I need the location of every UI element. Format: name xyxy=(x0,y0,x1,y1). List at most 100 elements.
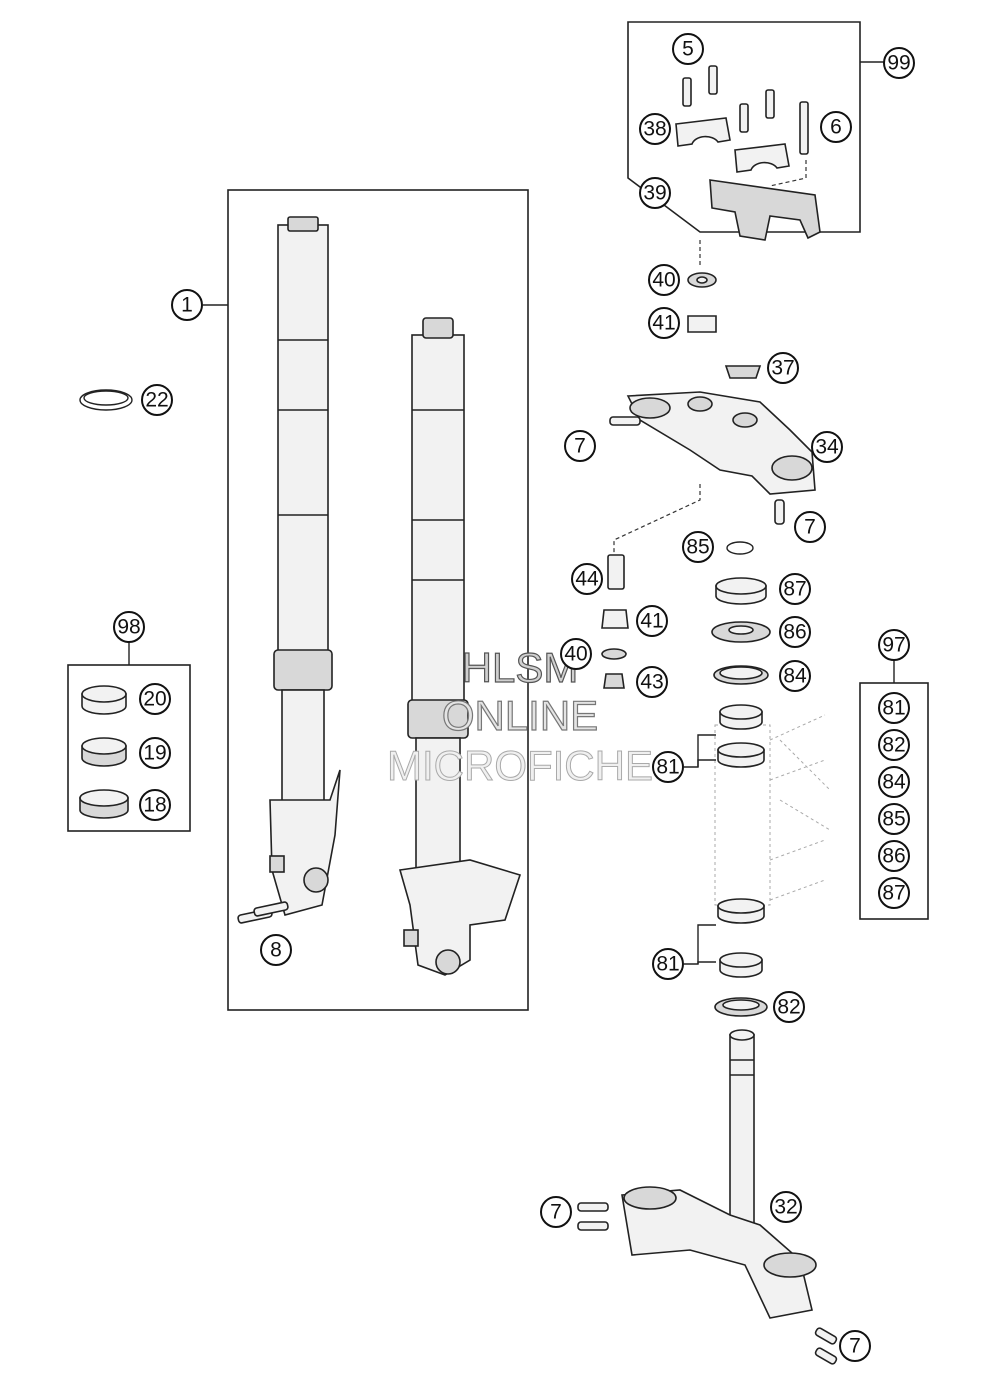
svg-text:7: 7 xyxy=(849,1335,861,1358)
callout-40-upper: 40 xyxy=(648,264,680,296)
callout-97: 97 xyxy=(878,629,910,661)
svg-text:8: 8 xyxy=(270,939,282,962)
svg-text:7: 7 xyxy=(574,435,586,458)
svg-text:85: 85 xyxy=(686,536,709,559)
watermark: HLSM ONLINE MICROFICHE xyxy=(387,643,654,789)
svg-text:84: 84 xyxy=(783,665,807,688)
pin-44 xyxy=(607,554,625,590)
callout-19: 19 xyxy=(139,737,171,769)
bolt-upper-left xyxy=(609,416,641,426)
nut-41-lower xyxy=(601,609,629,629)
callout-38: 38 xyxy=(639,113,671,145)
bearings-81-lower xyxy=(717,898,765,978)
ring-85 xyxy=(726,541,754,555)
svg-text:6: 6 xyxy=(830,116,842,139)
callout-34: 34 xyxy=(811,431,843,463)
nut-top xyxy=(687,315,717,333)
right-fork-leg xyxy=(398,317,522,976)
svg-text:40: 40 xyxy=(564,643,587,666)
nut-43 xyxy=(603,673,625,689)
svg-text:40: 40 xyxy=(652,269,675,292)
callout-85: 85 xyxy=(682,531,714,563)
svg-text:82: 82 xyxy=(882,734,905,757)
callout-81-upper: 81 xyxy=(652,751,684,783)
callout-39: 39 xyxy=(639,177,671,209)
kit-97-item-87: 87 xyxy=(878,877,910,909)
bearings-81-upper xyxy=(717,704,765,768)
callout-20: 20 xyxy=(139,683,171,715)
callout-7-lower-right: 7 xyxy=(839,1330,871,1362)
callout-7-lower-left: 7 xyxy=(540,1196,572,1228)
callout-43: 43 xyxy=(636,666,668,698)
callout-40-lower: 40 xyxy=(560,638,592,670)
callout-6: 6 xyxy=(820,111,852,143)
svg-text:84: 84 xyxy=(882,771,906,794)
svg-text:7: 7 xyxy=(804,516,816,539)
svg-text:19: 19 xyxy=(143,742,166,765)
svg-text:81: 81 xyxy=(656,756,679,779)
fork-bolts xyxy=(237,901,289,924)
o-ring xyxy=(79,389,133,411)
callout-44: 44 xyxy=(571,563,603,595)
bearing-87 xyxy=(715,577,767,605)
callout-37: 37 xyxy=(767,352,799,384)
svg-text:43: 43 xyxy=(640,671,663,694)
svg-text:39: 39 xyxy=(643,182,666,205)
svg-text:20: 20 xyxy=(143,688,166,711)
watermark-line-2: ONLINE xyxy=(442,692,598,739)
callout-41-lower: 41 xyxy=(636,605,668,637)
svg-text:87: 87 xyxy=(882,882,905,905)
kit-97-item-84: 84 xyxy=(878,766,910,798)
callout-81-lower: 81 xyxy=(652,948,684,980)
svg-text:7: 7 xyxy=(550,1201,562,1224)
callout-87: 87 xyxy=(779,573,811,605)
svg-text:5: 5 xyxy=(682,38,694,61)
svg-text:44: 44 xyxy=(575,568,599,591)
callout-98: 98 xyxy=(113,611,145,643)
callout-5: 5 xyxy=(672,33,704,65)
cap-37 xyxy=(724,365,762,379)
svg-text:41: 41 xyxy=(640,610,663,633)
svg-text:34: 34 xyxy=(815,436,839,459)
handlebar-clamp-box xyxy=(627,21,861,233)
washer-40-lower xyxy=(601,648,627,660)
handlebar-clamp-parts xyxy=(675,65,821,241)
callout-32: 32 xyxy=(770,1191,802,1223)
svg-text:22: 22 xyxy=(145,389,168,412)
upper-triple-clamp xyxy=(626,391,816,495)
svg-text:81: 81 xyxy=(882,697,905,720)
callout-8: 8 xyxy=(260,934,292,966)
svg-text:41: 41 xyxy=(652,312,675,335)
callout-86: 86 xyxy=(779,616,811,648)
callout-7-upper-left: 7 xyxy=(564,430,596,462)
fork-assembly-box xyxy=(227,189,529,1011)
left-fork-leg xyxy=(269,216,341,916)
watermark-line-1: HLSM xyxy=(462,644,579,691)
lower-triple-clamp xyxy=(621,1029,817,1319)
svg-text:38: 38 xyxy=(643,118,666,141)
watermark-line-3: MICROFICHE xyxy=(387,742,653,789)
svg-text:86: 86 xyxy=(783,621,806,644)
callout-84: 84 xyxy=(779,660,811,692)
svg-text:32: 32 xyxy=(774,1196,797,1219)
svg-text:18: 18 xyxy=(143,794,166,817)
callout-41-upper: 41 xyxy=(648,307,680,339)
svg-text:87: 87 xyxy=(783,578,806,601)
svg-text:85: 85 xyxy=(882,808,905,831)
svg-text:86: 86 xyxy=(882,845,905,868)
bolt-upper-right xyxy=(774,499,785,525)
svg-text:81: 81 xyxy=(656,953,679,976)
svg-text:1: 1 xyxy=(181,294,193,317)
callout-1: 1 xyxy=(171,289,203,321)
svg-text:98: 98 xyxy=(117,616,140,639)
svg-text:99: 99 xyxy=(887,52,910,75)
kit-97-item-86: 86 xyxy=(878,840,910,872)
kit-97-item-85: 85 xyxy=(878,803,910,835)
callout-7-upper-right: 7 xyxy=(794,511,826,543)
callout-99: 99 xyxy=(883,47,915,79)
callout-22: 22 xyxy=(141,384,173,416)
callout-18: 18 xyxy=(139,789,171,821)
seal-kit-parts xyxy=(79,685,129,819)
svg-text:97: 97 xyxy=(882,634,905,657)
